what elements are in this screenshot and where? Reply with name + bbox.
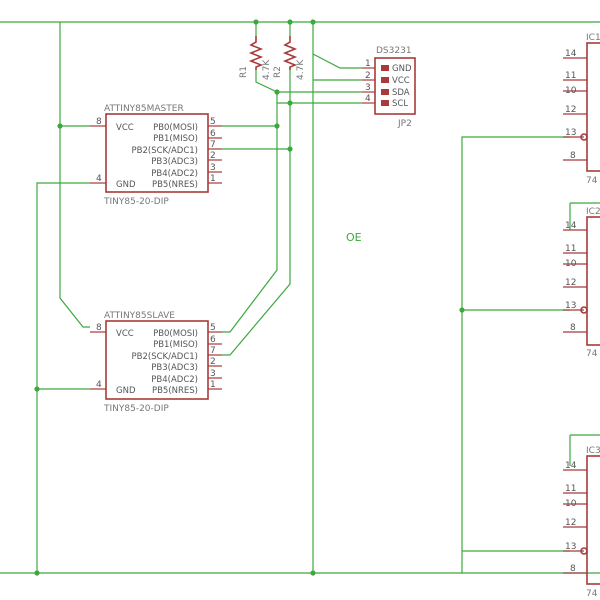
ic2-pin-num: 14 xyxy=(565,221,577,231)
ic2-pin-num: 13 xyxy=(565,301,576,311)
slave-pin-num: 7 xyxy=(210,346,216,356)
connector-pin-name: SCL xyxy=(392,99,408,109)
master-pin-name: PB2(SCK/ADC1) xyxy=(132,146,198,156)
slave-pin-num: 1 xyxy=(210,380,216,390)
junctions xyxy=(34,19,465,576)
master-pin-num: 3 xyxy=(210,163,216,173)
ic3-pin-num: 12 xyxy=(565,518,576,528)
ic1-pin-num: 12 xyxy=(565,105,576,115)
ic1-pin-num: 8 xyxy=(570,151,576,161)
master-pin-num: 2 xyxy=(210,151,216,161)
master-package: TINY85-20-DIP xyxy=(103,197,169,207)
ic1-pin-num: 10 xyxy=(565,86,577,96)
ic2-pin-num: 10 xyxy=(565,259,577,269)
master-pin-name: PB3(ADC3) xyxy=(151,157,198,167)
slave-pin-name: PB1(MISO) xyxy=(153,340,198,350)
slave-pin-name: PB2(SCK/ADC1) xyxy=(132,352,198,362)
ic2-pin-num: 8 xyxy=(570,323,576,333)
connector-pin-num: 2 xyxy=(365,71,371,81)
slave-pin-name: PB0(MOSI) xyxy=(153,329,198,339)
connector-pin-num: 1 xyxy=(365,59,371,69)
master-pin-name: PB4(ADC2) xyxy=(151,169,198,179)
wires xyxy=(0,21,600,574)
attiny85-slave: ATTINY85SLAVE TINY85-20-DIP 8 4 VCC GND … xyxy=(90,311,222,414)
ic1-part: 74 xyxy=(586,176,598,186)
ic3: IC3 74 14 11 10 12 13 8 xyxy=(563,446,600,599)
master-pin-num: 6 xyxy=(210,129,216,139)
slave-pin-num: 5 xyxy=(210,323,216,333)
r1-name: R1 xyxy=(239,66,249,78)
ds3231-connector: DS3231 JP2 1 2 3 4 GND VCC SDA SCL xyxy=(362,46,416,129)
ic3-name: IC3 xyxy=(586,446,600,456)
r2-value: 4.7K xyxy=(296,59,306,80)
ic3-pin-num: 10 xyxy=(565,499,577,509)
master-pin-num: 5 xyxy=(210,117,216,127)
ic3-pin-num: 8 xyxy=(570,564,576,574)
slave-pin-num: 6 xyxy=(210,335,216,345)
r2-name: R2 xyxy=(273,66,283,78)
ic2-name: IC2 xyxy=(586,207,600,217)
ic1-pin-num: 13 xyxy=(565,128,576,138)
slave-pin-name: PB3(ADC3) xyxy=(151,363,198,373)
connector-ref: JP2 xyxy=(397,119,412,129)
slave-name: ATTINY85SLAVE xyxy=(104,311,175,321)
slave-package: TINY85-20-DIP xyxy=(103,404,169,414)
ic2-pin-num: 12 xyxy=(565,278,576,288)
ic1-name: IC1 xyxy=(586,33,600,43)
resistor-r1: R1 4.7K xyxy=(239,36,272,80)
slave-pin-name: PB5(NRES) xyxy=(152,386,198,396)
slave-pin-num: 2 xyxy=(210,357,216,367)
ic1-pin-num: 14 xyxy=(565,49,577,59)
master-pin-name: PB1(MISO) xyxy=(153,134,198,144)
ic3-pin-num: 13 xyxy=(565,542,576,552)
slave-pin-num: 3 xyxy=(210,369,216,379)
ic2: IC2 74 14 11 10 12 13 8 xyxy=(563,207,600,359)
master-name: ATTINY85MASTER xyxy=(104,104,184,114)
connector-pin-name: SDA xyxy=(392,88,410,98)
slave-pin-name: PB4(ADC2) xyxy=(151,375,198,385)
master-pin-num: 7 xyxy=(210,140,216,150)
slave-pin-name: VCC xyxy=(116,329,134,339)
connector-pin-num: 3 xyxy=(365,83,371,93)
ic2-part: 74 xyxy=(586,349,598,359)
master-pin-num: 8 xyxy=(96,117,102,127)
connector-pin-name: GND xyxy=(392,64,412,74)
connector-name: DS3231 xyxy=(376,46,412,56)
slave-pin-num: 8 xyxy=(96,323,102,333)
ic1-pin-num: 11 xyxy=(565,71,576,81)
slave-pin-num: 4 xyxy=(96,380,102,390)
r1-value: 4.7K xyxy=(262,59,272,80)
connector-pin-num: 4 xyxy=(365,94,371,104)
master-pin-name: VCC xyxy=(116,123,134,133)
ic1: IC1 74 14 11 10 12 13 8 xyxy=(563,33,600,186)
master-pin-name: PB0(MOSI) xyxy=(153,123,198,133)
master-pin-num: 4 xyxy=(96,174,102,184)
master-pin-name: PB5(NRES) xyxy=(152,180,198,190)
connector-pin-name: VCC xyxy=(392,76,410,86)
net-label-oe: OE xyxy=(346,231,362,244)
master-pin-num: 1 xyxy=(210,174,216,184)
ic3-pin-num: 11 xyxy=(565,484,576,494)
ic3-part: 74 xyxy=(586,589,598,599)
ic3-pin-num: 14 xyxy=(565,461,577,471)
resistor-r2: R2 4.7K xyxy=(273,36,306,80)
master-pin-name: GND xyxy=(116,180,136,190)
attiny85-master: ATTINY85MASTER TINY85-20-DIP 8 4 VCC GND… xyxy=(90,104,222,207)
ic2-pin-num: 11 xyxy=(565,244,576,254)
slave-pin-name: GND xyxy=(116,386,136,396)
